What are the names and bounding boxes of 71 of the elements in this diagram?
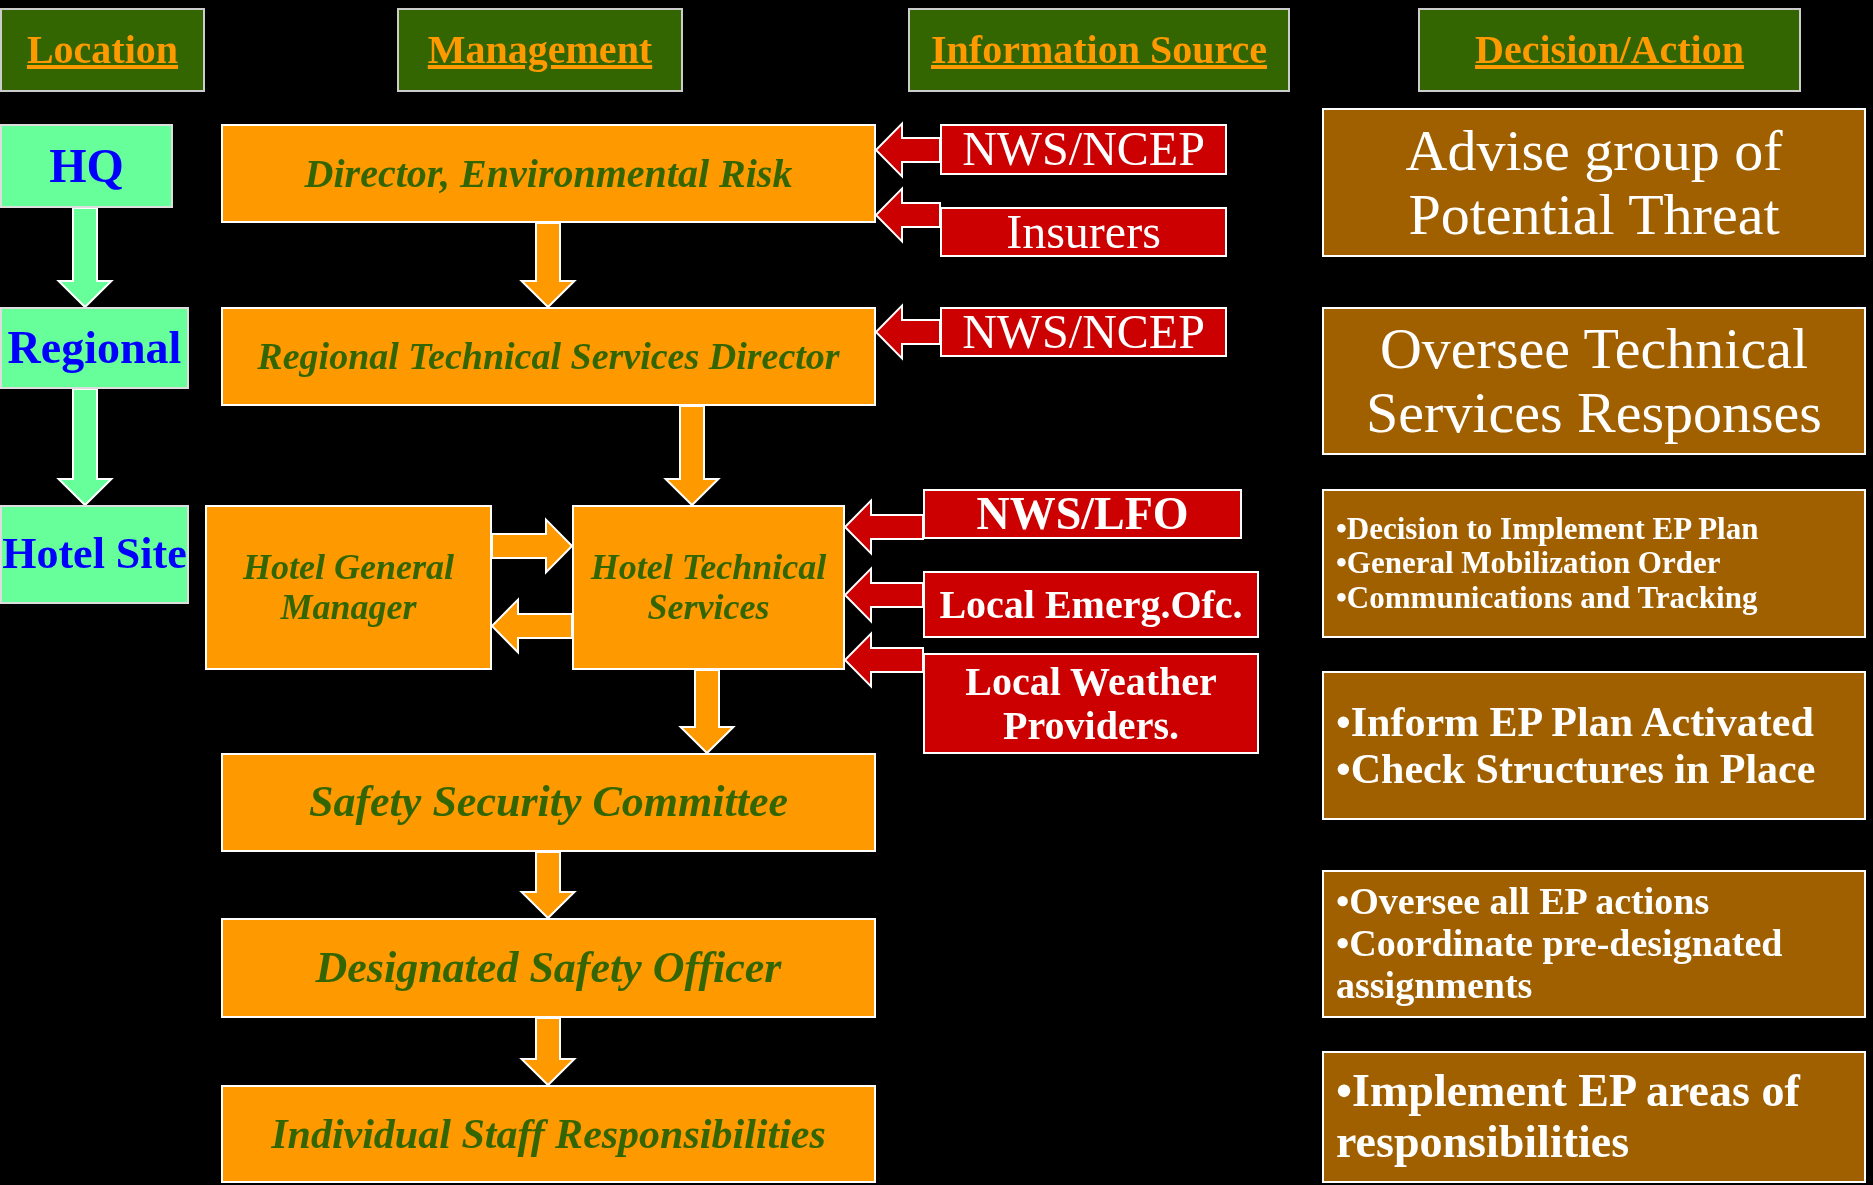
action-item: •Decision to Implement EP Plan [1336,512,1759,547]
action-item: •General Mobilization Order [1336,546,1721,581]
column-header-box [908,8,1290,92]
block-arrow [663,405,721,507]
source-label: NWS/NCEP [962,123,1205,176]
role-label: Regional Technical Services Director [257,335,840,378]
block-arrow [490,597,573,655]
role-box [572,505,845,670]
block-arrow [519,1017,577,1087]
role-box [221,1085,876,1183]
role-box [221,307,876,406]
role-label: Designated Safety Officer [315,943,782,993]
action-text: Advise group of Potential Threat [1404,118,1784,247]
block-arrow [843,631,924,689]
source-label: NWS/NCEP [962,305,1205,359]
block-arrow [56,207,114,309]
role-box [221,124,876,223]
block-arrow [874,303,941,361]
column-header-box [0,8,205,92]
source-box [940,207,1227,257]
action-item: •Implement EP areas of responsibilities [1336,1066,1802,1168]
block-arrow [843,498,924,556]
action-item: •Coordinate pre-designated assignments [1336,923,1784,1007]
level-label: Regional [7,322,182,374]
column-header: Management [427,28,653,72]
action-box [1322,870,1866,1018]
column-header-box [397,8,683,92]
level-box [0,307,189,389]
source-label: Local Weather Providers. [964,659,1218,748]
action-box [1322,307,1866,455]
action-text: Oversee Technical Services Responses [1365,317,1823,445]
column-header-box [1418,8,1801,92]
role-label: Hotel Technical Services [589,547,828,628]
block-arrow [519,851,577,920]
block-arrow [491,517,574,575]
level-label: Hotel Site [2,530,187,579]
action-item: •Oversee all EP actions [1336,881,1710,924]
action-item: •Communications and Tracking [1336,580,1758,615]
role-label: Director, Environmental Risk [304,151,793,196]
source-box [923,653,1259,754]
action-item: •Check Structures in Place [1336,745,1816,792]
block-arrow [843,566,924,624]
source-box [940,307,1227,357]
block-arrow [519,222,577,309]
level-label: HQ [49,139,124,193]
block-arrow [874,186,941,244]
block-arrow [874,121,941,179]
role-box [221,753,876,852]
source-box [923,489,1242,539]
source-label: Local Emerg.Ofc. [939,582,1243,627]
block-arrow [56,388,114,507]
action-box [1322,1051,1866,1183]
source-box [923,571,1259,638]
level-box [0,505,189,604]
role-box [205,505,492,670]
column-header: Decision/Action [1475,28,1744,72]
role-label: Hotel General Manager [241,547,455,628]
action-box [1322,489,1866,638]
column-header: Location [26,28,179,72]
column-header: Information Source [931,28,1267,72]
block-arrow [678,669,736,755]
level-box [0,124,173,208]
action-box [1322,108,1866,257]
source-box [940,124,1227,175]
action-item: •Inform EP Plan Activated [1336,699,1814,746]
source-label: Insurers [1006,205,1161,259]
role-box [221,918,876,1018]
action-box [1322,671,1866,820]
role-label: Safety Security Committee [308,778,788,827]
source-label: NWS/LFO [976,488,1189,540]
role-label: Individual Staff Responsibilities [271,1110,826,1158]
